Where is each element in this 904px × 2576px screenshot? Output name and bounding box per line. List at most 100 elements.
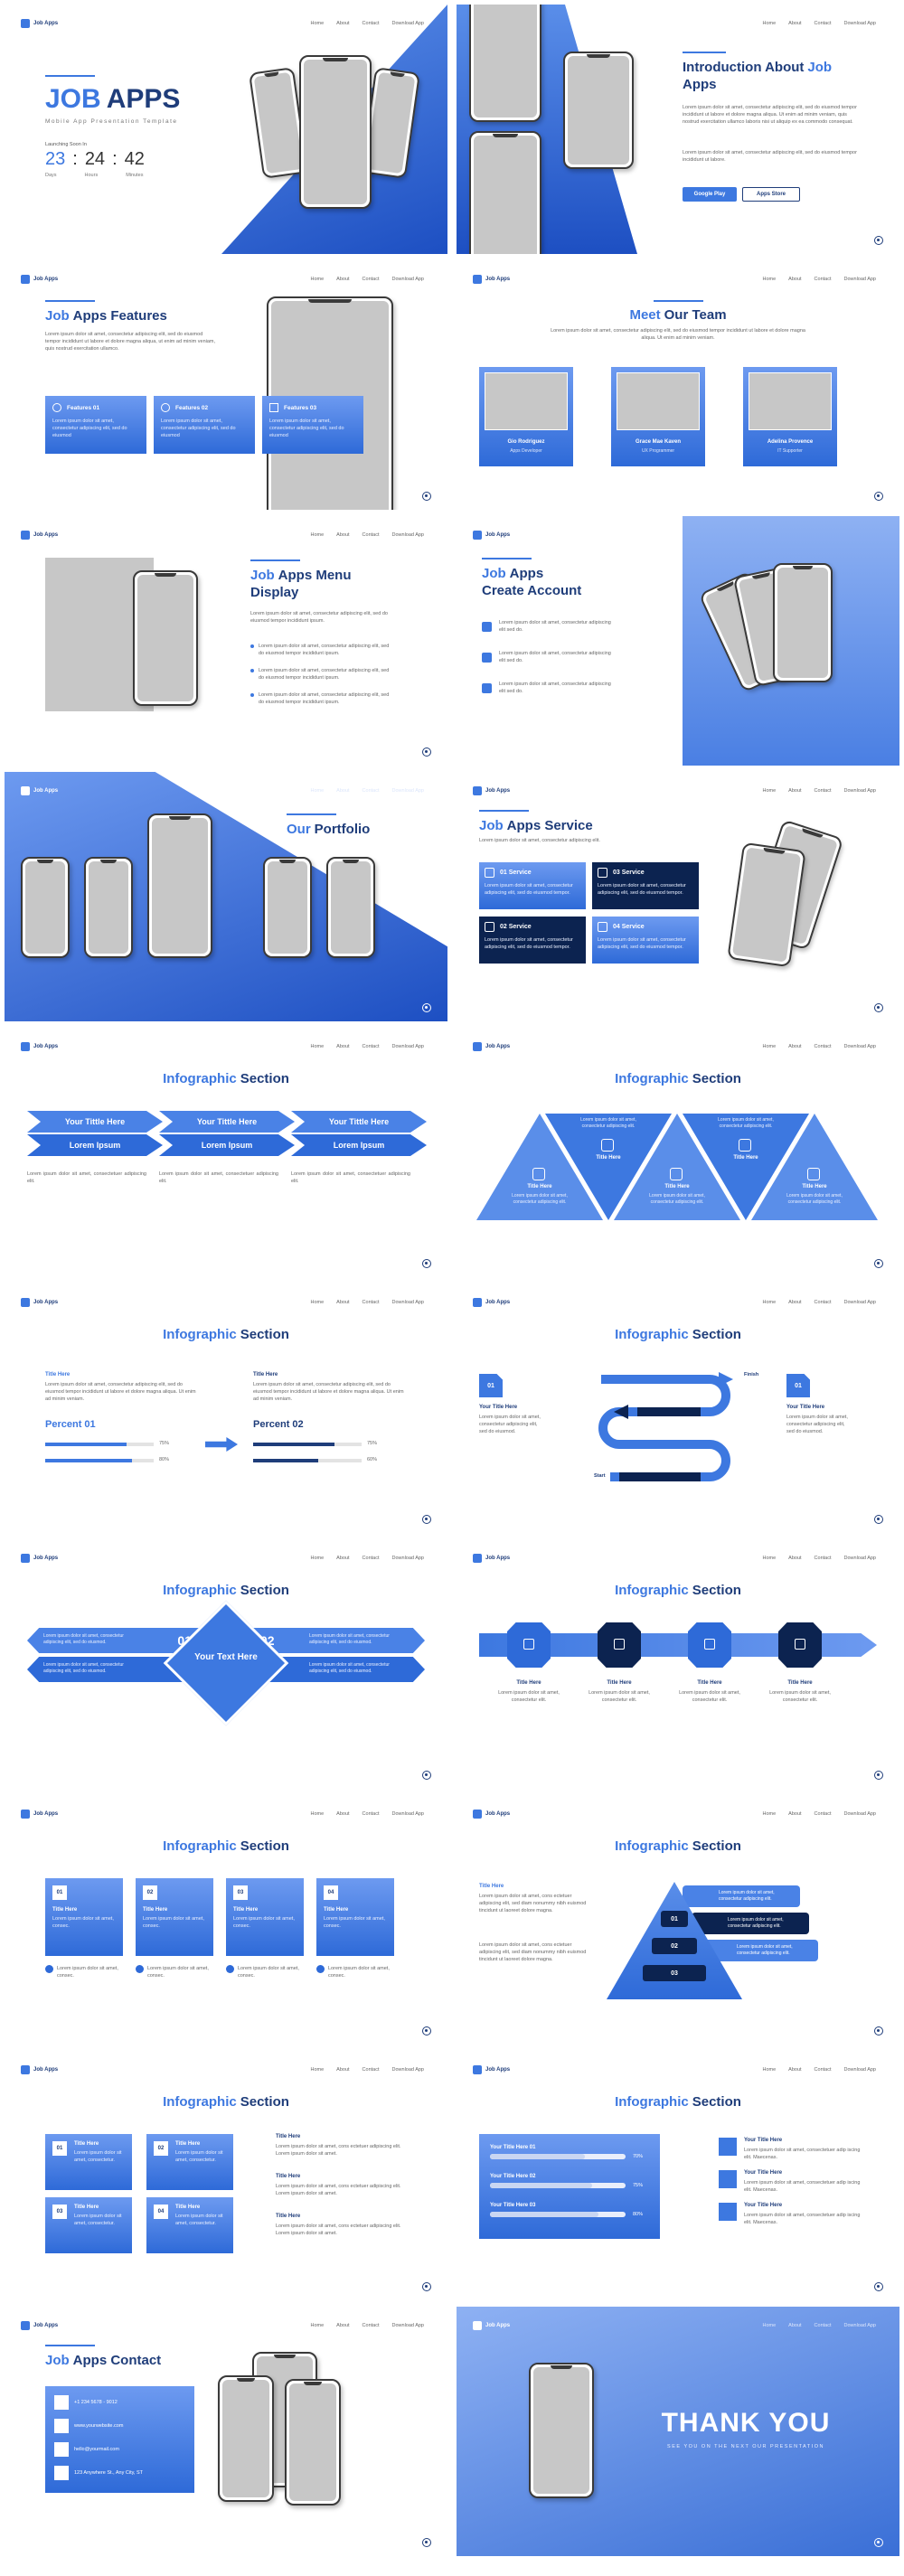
- nav-about[interactable]: About: [336, 1811, 350, 1817]
- nav-download-app[interactable]: Download App: [843, 1556, 876, 1561]
- contact-value[interactable]: hello@yourmail.com: [74, 2447, 119, 2452]
- nav-home[interactable]: Home: [310, 532, 325, 538]
- nav-about[interactable]: About: [336, 2323, 350, 2328]
- nav-download-app[interactable]: Download App: [391, 1300, 424, 1305]
- nav-contact[interactable]: Contact: [362, 2323, 380, 2328]
- logo[interactable]: Job Apps: [473, 2321, 510, 2330]
- nav-contact[interactable]: Contact: [362, 1811, 380, 1817]
- nav-contact[interactable]: Contact: [362, 21, 380, 26]
- nav-home[interactable]: Home: [310, 1044, 325, 1049]
- nav-about[interactable]: About: [788, 21, 802, 26]
- nav-download-app[interactable]: Download App: [843, 1044, 876, 1049]
- nav-contact[interactable]: Contact: [362, 788, 380, 794]
- logo[interactable]: Job Apps: [473, 1042, 510, 1051]
- logo[interactable]: Job Apps: [473, 2065, 510, 2074]
- logo[interactable]: Job Apps: [21, 786, 58, 795]
- nav-home[interactable]: Home: [762, 1300, 777, 1305]
- nav-home[interactable]: Home: [310, 788, 325, 794]
- nav-home[interactable]: Home: [310, 21, 325, 26]
- nav-home[interactable]: Home: [310, 277, 325, 282]
- nav-contact[interactable]: Contact: [362, 277, 380, 282]
- nav-download-app[interactable]: Download App: [391, 788, 424, 794]
- nav-download-app[interactable]: Download App: [843, 2067, 876, 2073]
- nav-contact[interactable]: Contact: [814, 1300, 832, 1305]
- nav-contact[interactable]: Contact: [814, 1044, 832, 1049]
- nav-about[interactable]: About: [336, 532, 350, 538]
- logo[interactable]: Job Apps: [473, 275, 510, 284]
- nav-contact[interactable]: Contact: [814, 788, 832, 794]
- contact-value[interactable]: 123 Anywhere St., Any City, ST: [74, 2470, 144, 2476]
- google-play-button[interactable]: Google Play: [683, 187, 737, 202]
- nav-about[interactable]: About: [788, 1556, 802, 1561]
- nav-contact[interactable]: Contact: [814, 1811, 832, 1817]
- nav-download-app[interactable]: Download App: [391, 1556, 424, 1561]
- logo[interactable]: Job Apps: [21, 1298, 58, 1307]
- nav-contact[interactable]: Contact: [814, 1556, 832, 1561]
- nav-download-app[interactable]: Download App: [843, 788, 876, 794]
- nav-contact[interactable]: Contact: [362, 532, 380, 538]
- nav-home[interactable]: Home: [762, 1811, 777, 1817]
- logo[interactable]: Job Apps: [21, 275, 58, 284]
- logo[interactable]: Job Apps: [473, 786, 510, 795]
- nav-download-app[interactable]: Download App: [843, 1811, 876, 1817]
- nav-download-app[interactable]: Download App: [843, 21, 876, 26]
- nav-download-app[interactable]: Download App: [391, 2323, 424, 2328]
- nav-about[interactable]: About: [788, 788, 802, 794]
- nav-about[interactable]: About: [336, 1556, 350, 1561]
- nav-home[interactable]: Home: [762, 2323, 777, 2328]
- nav-about[interactable]: About: [788, 2323, 802, 2328]
- logo[interactable]: Job Apps: [473, 1298, 510, 1307]
- nav-home[interactable]: Home: [762, 1044, 777, 1049]
- nav-about[interactable]: About: [788, 277, 802, 282]
- logo[interactable]: Job Apps: [21, 2321, 58, 2330]
- nav-home[interactable]: Home: [310, 1811, 325, 1817]
- nav-about[interactable]: About: [788, 1811, 802, 1817]
- nav-download-app[interactable]: Download App: [391, 21, 424, 26]
- nav-about[interactable]: About: [788, 2067, 802, 2073]
- logo[interactable]: Job Apps: [21, 19, 58, 28]
- nav-contact[interactable]: Contact: [814, 2323, 832, 2328]
- nav-about[interactable]: About: [788, 1044, 802, 1049]
- nav-about[interactable]: About: [336, 788, 350, 794]
- nav-download-app[interactable]: Download App: [391, 1044, 424, 1049]
- nav-about[interactable]: About: [336, 2067, 350, 2073]
- app-store-button[interactable]: Apps Store: [742, 187, 800, 202]
- nav-download-app[interactable]: Download App: [391, 1811, 424, 1817]
- nav-about[interactable]: About: [336, 1044, 350, 1049]
- nav-contact[interactable]: Contact: [362, 1556, 380, 1561]
- logo[interactable]: Job Apps: [21, 1042, 58, 1051]
- logo[interactable]: Job Apps: [473, 1554, 510, 1563]
- nav-home[interactable]: Home: [310, 1300, 325, 1305]
- nav-about[interactable]: About: [336, 277, 350, 282]
- nav-home[interactable]: Home: [310, 2067, 325, 2073]
- logo[interactable]: Job Apps: [21, 531, 58, 540]
- nav-about[interactable]: About: [788, 1300, 802, 1305]
- nav-download-app[interactable]: Download App: [391, 2067, 424, 2073]
- logo[interactable]: Job Apps: [21, 2065, 58, 2074]
- logo[interactable]: Job Apps: [473, 1810, 510, 1819]
- nav-home[interactable]: Home: [310, 2323, 325, 2328]
- nav-home[interactable]: Home: [762, 277, 777, 282]
- nav-home[interactable]: Home: [762, 21, 777, 26]
- nav-contact[interactable]: Contact: [814, 21, 832, 26]
- nav-home[interactable]: Home: [762, 2067, 777, 2073]
- nav-download-app[interactable]: Download App: [843, 277, 876, 282]
- logo[interactable]: Job Apps: [21, 1554, 58, 1563]
- nav-contact[interactable]: Contact: [362, 2067, 380, 2073]
- nav-contact[interactable]: Contact: [814, 277, 832, 282]
- nav-home[interactable]: Home: [310, 1556, 325, 1561]
- nav-download-app[interactable]: Download App: [391, 532, 424, 538]
- nav-contact[interactable]: Contact: [814, 2067, 832, 2073]
- nav-about[interactable]: About: [336, 21, 350, 26]
- nav-home[interactable]: Home: [762, 1556, 777, 1561]
- logo[interactable]: Job Apps: [473, 531, 510, 540]
- nav-download-app[interactable]: Download App: [843, 1300, 876, 1305]
- nav-home[interactable]: Home: [762, 788, 777, 794]
- nav-download-app[interactable]: Download App: [391, 277, 424, 282]
- contact-value[interactable]: +1 234 5678 - 9012: [74, 2400, 118, 2405]
- logo[interactable]: Job Apps: [21, 1810, 58, 1819]
- contact-value[interactable]: www.yourwebsite.com: [74, 2423, 124, 2429]
- nav-contact[interactable]: Contact: [362, 1044, 380, 1049]
- nav-download-app[interactable]: Download App: [843, 2323, 876, 2328]
- nav-about[interactable]: About: [336, 1300, 350, 1305]
